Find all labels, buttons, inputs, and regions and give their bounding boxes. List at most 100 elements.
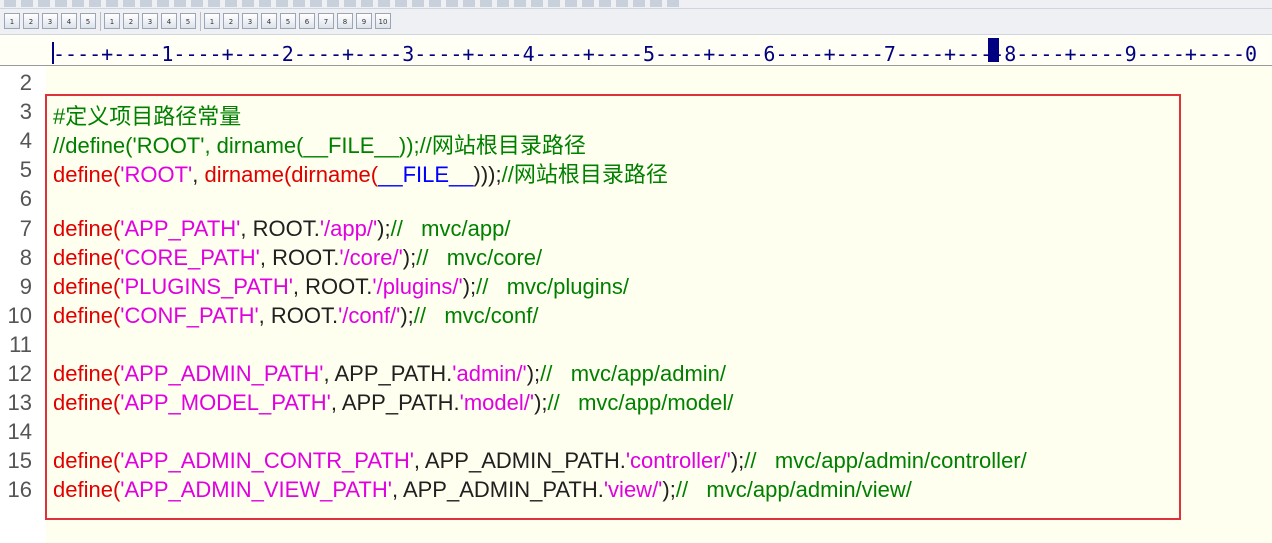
code-token-comment: // mvc/app/admin/view/ [675, 477, 912, 503]
toolbar-top-button[interactable] [259, 0, 271, 7]
toolbar-button-8[interactable]: 3 [142, 13, 158, 29]
toolbar-top-button[interactable] [616, 0, 628, 7]
toolbar-top-button[interactable] [157, 0, 169, 7]
toolbar-top-button[interactable] [276, 0, 288, 7]
toolbar-top-button[interactable] [429, 0, 441, 7]
highlight-box [45, 94, 1181, 520]
toolbar-button-1[interactable]: 1 [4, 13, 20, 29]
toolbar-top-button[interactable] [89, 0, 101, 7]
toolbar-top-button[interactable] [378, 0, 390, 7]
toolbar-top-button[interactable] [463, 0, 475, 7]
toolbar-button-2[interactable]: 2 [23, 13, 39, 29]
toolbar-button-6[interactable]: 1 [104, 13, 120, 29]
toolbar-button-10[interactable]: 5 [180, 13, 196, 29]
code-line[interactable]: define('APP_MODEL_PATH', APP_PATH.'model… [53, 390, 733, 416]
toolbar-button-7[interactable]: 2 [123, 13, 139, 29]
toolbar-top-button[interactable] [174, 0, 186, 7]
code-token-str: 'view/' [603, 477, 663, 503]
line-number: 13 [7, 390, 32, 416]
toolbar-button-11[interactable]: 1 [204, 13, 220, 29]
toolbar-top-button[interactable] [242, 0, 254, 7]
code-line[interactable]: define('PLUGINS_PATH', ROOT.'/plugins/')… [53, 274, 629, 300]
code-token-str: '/app/' [319, 215, 378, 241]
toolbar-top-button[interactable] [497, 0, 509, 7]
toolbar-button-13[interactable]: 3 [242, 13, 258, 29]
toolbar-top-button[interactable] [208, 0, 220, 7]
toolbar-top-button[interactable] [599, 0, 611, 7]
toolbar-top-button[interactable] [123, 0, 135, 7]
toolbar-top-button[interactable] [344, 0, 356, 7]
toolbar-top-button[interactable] [310, 0, 322, 7]
toolbar-top-button[interactable] [327, 0, 339, 7]
toolbar-top-button[interactable] [361, 0, 373, 7]
toolbar-button-14[interactable]: 4 [261, 13, 277, 29]
toolbar-top-button[interactable] [446, 0, 458, 7]
code-token-comment: // mvc/conf/ [413, 302, 539, 328]
toolbar-button-20[interactable]: 10 [375, 13, 391, 29]
toolbar-top-button[interactable] [293, 0, 305, 7]
code-line[interactable]: define('APP_ADMIN_CONTR_PATH', APP_ADMIN… [53, 448, 1027, 474]
toolbar-button-15[interactable]: 5 [280, 13, 296, 29]
code-line[interactable]: define('APP_ADMIN_VIEW_PATH', APP_ADMIN_… [53, 477, 912, 503]
toolbar-top-button[interactable] [412, 0, 424, 7]
toolbar-top-button[interactable] [106, 0, 118, 7]
toolbar-top-button[interactable] [480, 0, 492, 7]
code-line[interactable]: define('ROOT', dirname(dirname(__FILE__)… [53, 157, 668, 189]
toolbar-top-button[interactable] [140, 0, 152, 7]
toolbar-button-5[interactable]: 5 [80, 13, 96, 29]
toolbar-top-button[interactable] [565, 0, 577, 7]
code-token-str: 'admin/' [452, 361, 527, 386]
code-token-str: '/plugins/' [372, 273, 463, 299]
toolbar-top-button[interactable] [395, 0, 407, 7]
toolbar-top-button[interactable] [667, 0, 679, 7]
code-token-plain: , APP_PATH. [323, 361, 453, 386]
code-token-str: 'APP_MODEL_PATH' [120, 390, 331, 416]
toolbar-top-button[interactable] [225, 0, 237, 7]
code-editor[interactable] [46, 66, 1272, 543]
toolbar-top-button[interactable] [650, 0, 662, 7]
toolbar-top-button[interactable] [582, 0, 594, 7]
toolbar-button-18[interactable]: 8 [337, 13, 353, 29]
code-token-plain: , ROOT. [258, 302, 339, 328]
toolbar-button-16[interactable]: 6 [299, 13, 315, 29]
toolbar-top-button[interactable] [514, 0, 526, 7]
toolbar-button-12[interactable]: 2 [223, 13, 239, 29]
code-line[interactable]: //define('ROOT', dirname(__FILE__));//网站… [53, 128, 586, 160]
code-token-func: define( [53, 448, 121, 474]
toolbar-top-button[interactable] [633, 0, 645, 7]
ruler-cursor-marker [988, 38, 999, 62]
toolbar-button-9[interactable]: 4 [161, 13, 177, 29]
code-token-comment: #定义项目路径常量 [53, 104, 242, 130]
code-token-str: 'controller/' [625, 448, 731, 474]
code-token-str: 'APP_ADMIN_VIEW_PATH' [120, 477, 392, 503]
code-token-str: 'APP_ADMIN_PATH' [120, 361, 324, 386]
code-token-str: 'CORE_PATH' [120, 244, 260, 270]
code-token-str: '/conf/' [338, 302, 401, 328]
code-line[interactable]: define('APP_PATH', ROOT.'/app/');// mvc/… [53, 216, 510, 242]
toolbar-button-19[interactable]: 9 [356, 13, 372, 29]
toolbar-top-button[interactable] [531, 0, 543, 7]
line-number: 9 [19, 273, 32, 299]
code-line[interactable]: define('APP_ADMIN_PATH', APP_PATH.'admin… [53, 361, 726, 387]
ruler-scale: ----+----1----+----2----+----3----+----4… [53, 42, 1258, 66]
toolbar-top-button[interactable] [548, 0, 560, 7]
toolbar-top-button[interactable] [4, 0, 16, 7]
toolbar-top-button[interactable] [38, 0, 50, 7]
toolbar-separator [200, 12, 201, 31]
code-line[interactable]: define('CORE_PATH', ROOT.'/core/');// mv… [53, 245, 542, 271]
code-line[interactable]: define('CONF_PATH', ROOT.'/conf/');// mv… [53, 303, 538, 329]
code-token-plain: ); [534, 390, 548, 416]
toolbar-button-4[interactable]: 4 [61, 13, 77, 29]
code-token-str: 'APP_ADMIN_CONTR_PATH' [120, 448, 414, 474]
code-token-func: dirname(dirname( [204, 162, 379, 188]
code-token-blue: __FILE__ [378, 162, 474, 188]
toolbar-button-3[interactable]: 3 [42, 13, 58, 29]
toolbar-top-button[interactable] [72, 0, 84, 7]
code-token-func: define( [53, 390, 121, 416]
toolbar-top-button[interactable] [191, 0, 203, 7]
toolbar-button-17[interactable]: 7 [318, 13, 334, 29]
toolbar-top-button[interactable] [55, 0, 67, 7]
code-token-plain: , ROOT. [292, 273, 373, 299]
toolbar-top-button[interactable] [21, 0, 33, 7]
code-line[interactable]: #定义项目路径常量 [53, 99, 241, 131]
